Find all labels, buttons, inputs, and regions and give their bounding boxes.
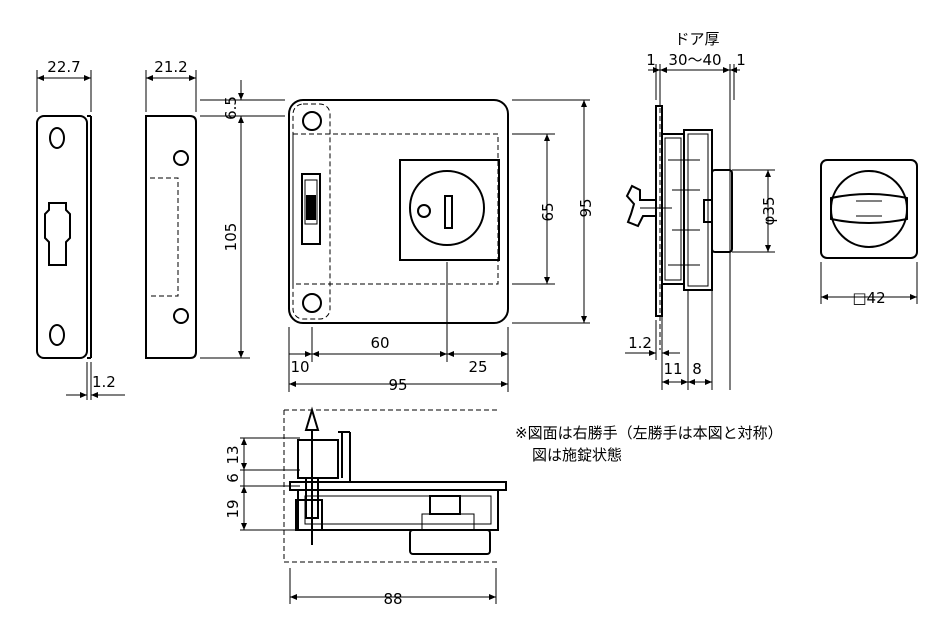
dim-door-gap-left: 1 — [646, 51, 656, 69]
note-line-1: ※図面は右勝手（左勝手は本図と対称） — [515, 424, 783, 442]
note-line-2: 図は施錠状態 — [532, 446, 622, 464]
dim-turn-height: 65 — [539, 202, 557, 221]
dim-bottom-6: 6 — [224, 473, 242, 483]
dim-square: □42 — [852, 289, 885, 307]
dim-bottom-19: 19 — [224, 499, 242, 518]
dim-body-25: 25 — [468, 358, 487, 376]
dim-strike-width: 22.7 — [47, 58, 80, 76]
lock-bottom-view: 13 6 19 — [224, 406, 507, 563]
dim-side-11: 11 — [663, 360, 682, 378]
dim-body-95: 95 — [388, 376, 407, 394]
dim-plate-thickness: 1.2 — [628, 334, 652, 352]
dim-bottom-13: 13 — [224, 445, 242, 464]
dim-case-width: 21.2 — [154, 58, 187, 76]
lock-front-view: 6.5 105 65 95 — [200, 80, 595, 394]
lock-side-view: ドア厚 1 30～40 1 — [625, 30, 778, 390]
door-thickness-label: ドア厚 — [674, 30, 719, 48]
dim-bottom-88: 88 — [383, 590, 402, 608]
dim-diameter: φ35 — [760, 197, 778, 226]
dim-strike-thickness: 1.2 — [92, 373, 116, 391]
escutcheon-view: □42 — [820, 159, 918, 307]
dim-body-height: 95 — [577, 198, 595, 217]
dim-body-60: 60 — [370, 334, 389, 352]
strike-plate-view: 22.7 1.2 — [36, 58, 125, 400]
dim-offset-top: 6.5 — [222, 96, 240, 120]
dim-door-gap-right: 1 — [736, 51, 746, 69]
case-side-view: 21.2 — [145, 58, 197, 359]
dim-case-height: 105 — [222, 223, 240, 252]
dim-body-10: 10 — [290, 358, 309, 376]
dim-door-range: 30～40 — [668, 51, 721, 69]
dim-side-8: 8 — [692, 360, 702, 378]
